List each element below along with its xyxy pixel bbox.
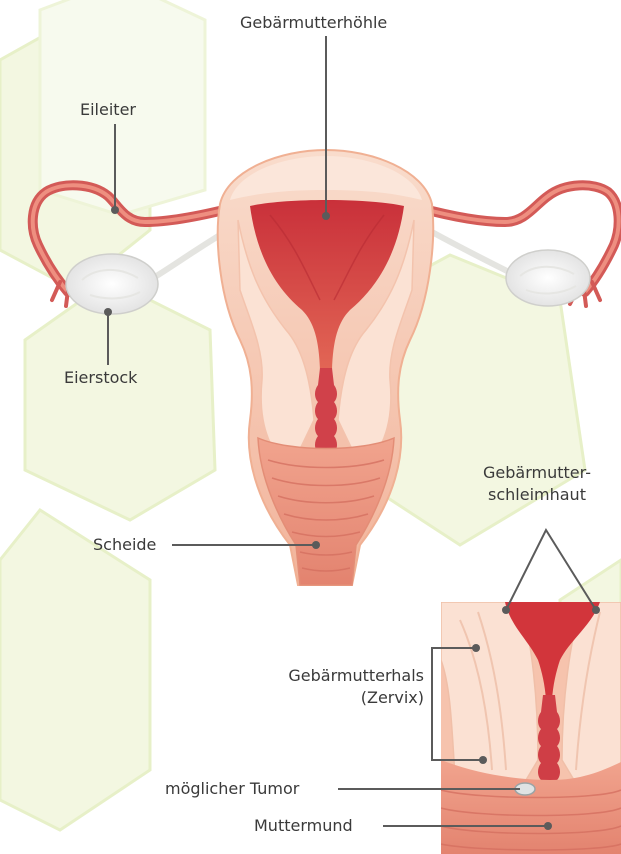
label-vagina: Scheide [93,535,156,555]
right-ovary [506,250,590,306]
label-fallopian-tube: Eileiter [80,100,136,120]
label-endometrium-line2: schleimhaut [462,485,612,505]
label-tumor: möglicher Tumor [165,779,299,799]
label-endometrium: Gebärmutter- schleimhaut [462,463,612,505]
label-cervix: Gebärmutterhals (Zervix) [288,666,424,708]
label-uterine-cavity: Gebärmutterhöhle [240,13,387,33]
hexagon-bottom-left [0,510,150,830]
label-cervix-line2: (Zervix) [288,688,424,708]
label-external-os: Muttermund [254,816,353,836]
label-ovary: Eierstock [64,368,137,388]
vagina [258,438,394,585]
left-ovary [66,254,158,314]
hexagon-middle-left [25,280,215,520]
label-cervix-line1: Gebärmutterhals [288,666,424,686]
label-endometrium-line1: Gebärmutter- [462,463,612,483]
cervix-zoom-inset [441,602,621,854]
